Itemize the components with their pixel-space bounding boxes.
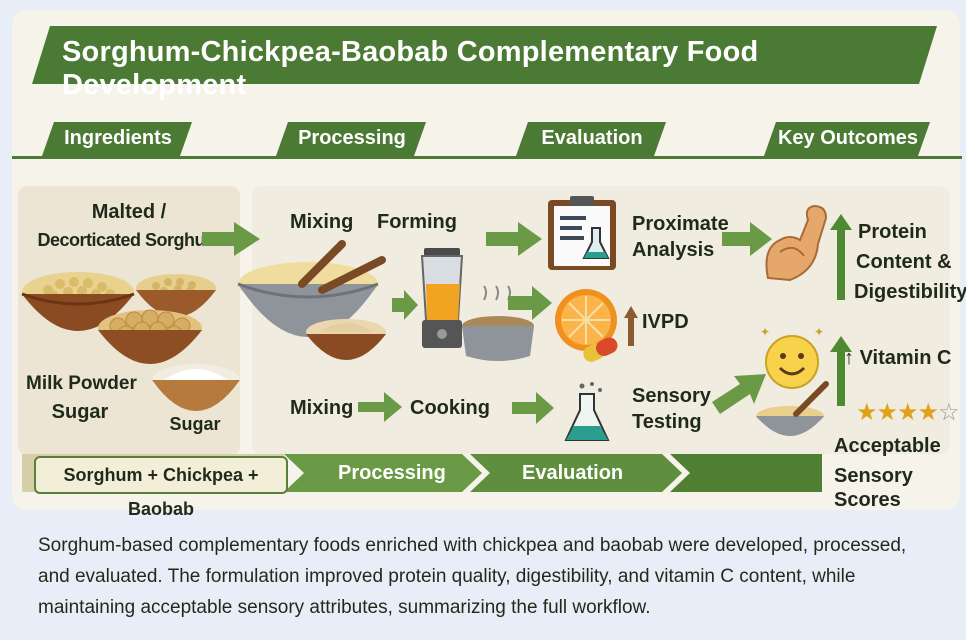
tab-evaluation: Evaluation	[541, 127, 643, 149]
summary-text: Sorghum-based complementary foods enrich…	[38, 535, 907, 618]
up-arrow-vitamin	[830, 336, 852, 406]
arrow-ingredients-to-processing	[202, 222, 260, 256]
flow-evaluation-label: Evaluation	[522, 462, 624, 484]
svg-text:✦: ✦	[760, 325, 770, 339]
star-filled-1: ★	[856, 398, 877, 426]
forming-label: Forming	[377, 211, 457, 233]
proximate-label-line1: Proximate	[632, 213, 729, 235]
orange-vitamin-icon	[555, 289, 618, 362]
tab-key-outcomes: Key Outcomes	[777, 127, 919, 149]
protein-label-line2: Content &	[856, 251, 952, 273]
arrow-to-ivpd	[508, 286, 552, 320]
arrow-mixing-to-cooking	[358, 392, 402, 422]
flow-start-box: Sorghum + Chickpea + Baobab	[34, 456, 288, 519]
acceptable-label-line1: Acceptable	[834, 435, 941, 457]
smiley-bowl-icon: ✦ ✦	[756, 325, 829, 436]
rating-stars: ★★★★☆	[856, 398, 960, 426]
clipboard-analysis-icon	[548, 196, 616, 270]
sensory-label-line1: Sensory	[632, 385, 711, 407]
tab-evaluation-bg	[516, 122, 666, 156]
mixing-bottom-label: Mixing	[290, 397, 354, 419]
sugar-label: Sugar	[51, 401, 109, 423]
flexed-arm-icon	[765, 204, 828, 282]
sensory-label-line2: Testing	[632, 411, 702, 433]
mixing-bowl-icon	[237, 240, 386, 360]
tab-outcomes-bg	[764, 122, 930, 156]
proximate-label-line2: Analysis	[632, 239, 715, 261]
section-divider	[12, 156, 962, 159]
vitamin-c-up-indicator: ↑	[844, 347, 860, 369]
ingredient-bowls-illustration	[21, 272, 240, 411]
arrow-to-sensory-outcome	[712, 374, 766, 414]
arrow-to-proximate	[486, 222, 542, 256]
blender-and-pot-icon	[420, 248, 534, 361]
tab-processing-bg	[276, 122, 426, 156]
arrow-to-protein-outcome	[722, 222, 772, 256]
cooking-label: Cooking	[410, 397, 490, 419]
mixing-top-label: Mixing	[290, 211, 354, 233]
sugar-bowl-label: Sugar	[169, 414, 221, 434]
vitamin-c-text: Vitamin C	[859, 347, 952, 369]
tab-ingredients: Ingredients	[64, 127, 172, 149]
acceptable-label-line2: Sensory Scores	[834, 465, 913, 511]
up-arrow-protein	[830, 214, 852, 300]
ivpd-label: IVPD	[642, 311, 689, 333]
tab-ingredients-bg	[42, 122, 192, 156]
star-filled-3: ★	[897, 398, 918, 426]
vitamin-c-label: ↑ Vitamin C	[844, 346, 951, 370]
svg-text:✦: ✦	[814, 325, 824, 339]
star-filled-2: ★	[876, 398, 898, 426]
star-empty-5: ☆	[938, 398, 959, 426]
diagram-title: Sorghum-Chickpea-Baobab Complementary Fo…	[62, 36, 759, 101]
protein-label-line3: Digestibility	[854, 281, 966, 303]
milk-powder-label: Milk Powder	[26, 373, 137, 394]
star-filled-4: ★	[917, 398, 939, 426]
flask-sensory-icon	[564, 382, 610, 441]
sorghum-label-line1: Malted /	[91, 201, 167, 223]
sorghum-label-line2: Decorticated Sorghum	[37, 230, 221, 250]
protein-label-line1: Protein	[858, 221, 927, 243]
title-banner	[32, 26, 937, 84]
arrow-mixing-to-forming	[392, 290, 418, 320]
up-arrow-ivpd	[624, 306, 638, 346]
flow-processing-label: Processing	[338, 462, 446, 484]
tab-processing: Processing	[298, 127, 406, 149]
arrow-to-sensory	[512, 392, 554, 424]
